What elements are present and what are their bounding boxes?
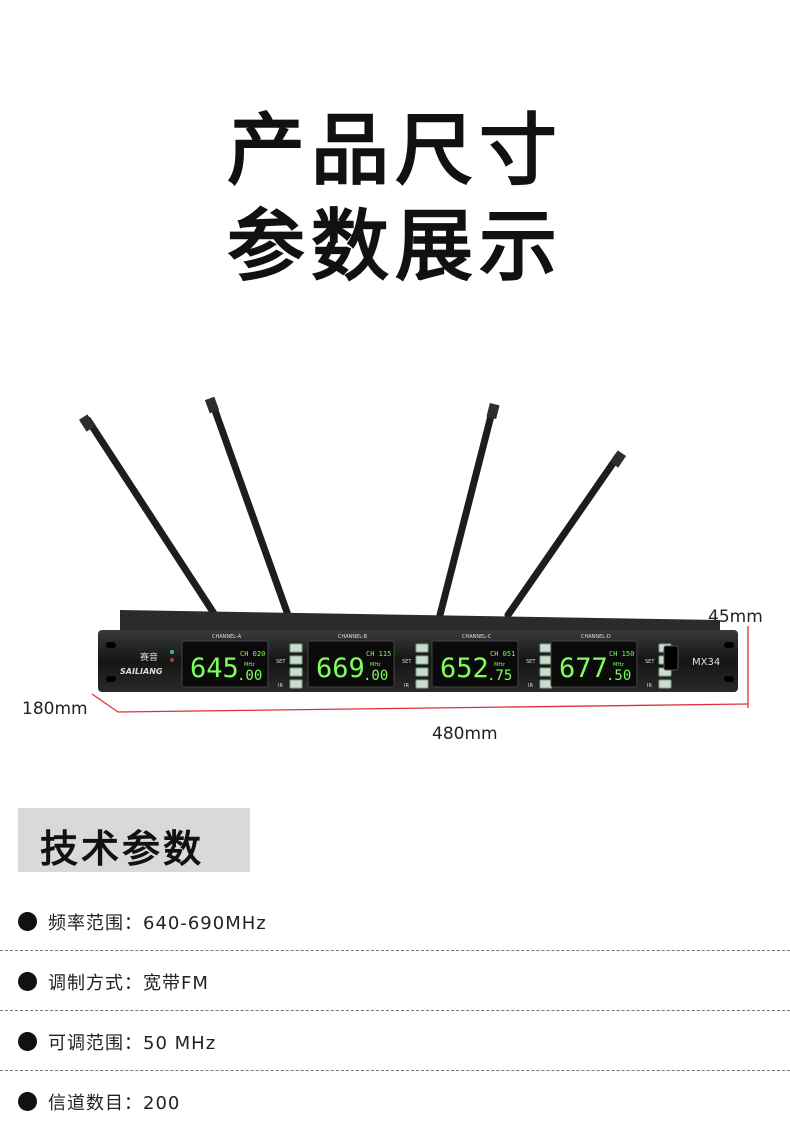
spec-value: 50 MHz xyxy=(143,1033,217,1054)
lcd-channel-number: CH 115 xyxy=(366,650,391,658)
spec-label: 频率范围： xyxy=(48,913,143,934)
ir-button-label: IR xyxy=(528,683,533,689)
channel-button xyxy=(539,643,553,653)
top-plate xyxy=(120,610,720,632)
bullet-icon xyxy=(18,1092,37,1111)
lcd-frequency-decimal: .75 xyxy=(487,668,512,684)
spec-value: 200 xyxy=(143,1093,181,1114)
channel-label: CHANNEL-A xyxy=(212,634,242,640)
lcd-channel-number: CH 150 xyxy=(609,650,634,658)
ir-button-label: IR xyxy=(278,683,283,689)
bullet-icon xyxy=(18,972,37,991)
dashed-divider xyxy=(0,1010,790,1011)
page-title-line2: 参数展示 xyxy=(226,202,563,292)
lcd-unit: MHz xyxy=(244,662,255,668)
page-title-line1: 产品尺寸 xyxy=(226,106,563,196)
section-title: 技术参数 xyxy=(40,827,205,871)
spec-row: 频率范围：640-690MHz xyxy=(0,891,790,951)
antenna-3 xyxy=(436,402,500,619)
dashed-divider xyxy=(0,950,790,951)
spec-row: 可调范围：50 MHz xyxy=(0,1011,790,1071)
channel-button xyxy=(415,643,429,653)
ir-button-label: IR xyxy=(647,683,652,689)
bullet-icon xyxy=(18,1032,37,1051)
ir-button-label: IR xyxy=(404,683,409,689)
channel-button xyxy=(289,667,303,677)
model-label: MX34 xyxy=(692,657,720,668)
dashed-divider xyxy=(0,1070,790,1071)
antenna-1 xyxy=(78,414,219,619)
lcd-screen xyxy=(550,640,638,688)
channel-button xyxy=(658,679,672,689)
bullet-icon xyxy=(18,912,37,931)
width-dimension-line xyxy=(117,703,749,713)
channel-label: CHANNEL-B xyxy=(338,634,368,640)
set-button-label: SET xyxy=(402,659,412,665)
brand-logo-en: SAILIANG xyxy=(120,667,163,676)
section-title-box: 技术参数 xyxy=(18,808,250,872)
channel-button xyxy=(539,667,553,677)
lcd-frequency: 677 xyxy=(559,653,608,684)
channel-button xyxy=(539,679,553,689)
antenna-2 xyxy=(204,396,292,619)
spec-label: 可调范围： xyxy=(48,1033,143,1054)
antenna-4 xyxy=(504,450,627,619)
spec-label: 调制方式： xyxy=(48,973,143,994)
spec-row: 调制方式：宽带FM xyxy=(0,951,790,1011)
width-dimension-label: 480mm xyxy=(432,724,498,744)
spec-value: 640-690MHz xyxy=(143,913,267,934)
spec-row: 信道数目：200 xyxy=(0,1071,790,1131)
channel-button xyxy=(289,655,303,665)
depth-dimension-label: 180mm xyxy=(22,699,88,719)
channel-button xyxy=(415,679,429,689)
depth-dimension-line xyxy=(91,693,119,713)
lcd-frequency: 669 xyxy=(316,653,365,684)
lcd-screen xyxy=(431,640,519,688)
lcd-channel-number: CH 051 xyxy=(490,650,515,658)
spec-value: 宽带FM xyxy=(143,973,209,994)
power-switch xyxy=(663,645,679,671)
set-button-label: SET xyxy=(276,659,286,665)
channel-label: CHANNEL-C xyxy=(462,634,492,640)
lcd-frequency-decimal: .00 xyxy=(237,668,262,684)
channel-button xyxy=(289,679,303,689)
spec-label: 信道数目： xyxy=(48,1093,143,1114)
channel-button xyxy=(415,667,429,677)
lcd-channel-number: CH 020 xyxy=(240,650,265,658)
height-dimension-label: 45mm xyxy=(708,607,763,627)
set-button-label: SET xyxy=(645,659,655,665)
set-button-label: SET xyxy=(526,659,536,665)
channel-button xyxy=(415,655,429,665)
lcd-frequency-decimal: .50 xyxy=(606,668,631,684)
lcd-frequency-decimal: .00 xyxy=(363,668,388,684)
channel-button xyxy=(539,655,553,665)
lcd-frequency: 645 xyxy=(190,653,239,684)
lcd-frequency: 652 xyxy=(440,653,489,684)
lcd-unit: MHz xyxy=(613,662,624,668)
lcd-unit: MHz xyxy=(370,662,381,668)
lcd-screen xyxy=(307,640,395,688)
channel-button xyxy=(289,643,303,653)
channel-label: CHANNEL-D xyxy=(581,634,611,640)
lcd-screen xyxy=(181,640,269,688)
brand-logo-text: 赛音 xyxy=(140,651,158,663)
lcd-unit: MHz xyxy=(494,662,505,668)
